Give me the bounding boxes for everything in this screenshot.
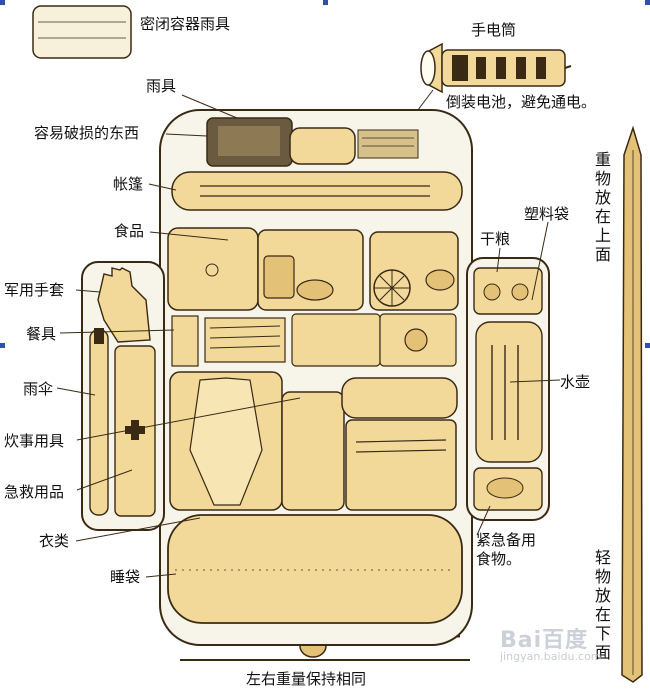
sealed-container-illustration	[32, 5, 132, 59]
label-emergency-food: 紧急备用食物。	[476, 531, 537, 568]
corner-marker	[645, 0, 650, 5]
label-umbrella: 雨伞	[23, 380, 54, 398]
tableware-illustration	[171, 313, 457, 367]
food-illustration	[167, 227, 459, 311]
label-plastic-bag: 塑料袋	[524, 205, 570, 223]
corner-marker	[0, 343, 5, 348]
label-fragile: 容易破损的东西	[34, 124, 140, 142]
label-raingear: 雨具	[146, 77, 177, 95]
gloves-illustration	[97, 267, 151, 343]
kettle-illustration	[475, 321, 543, 463]
baidu-watermark-url: jingyan.baidu.com	[500, 650, 602, 663]
dry-food-illustration	[473, 267, 543, 315]
clothes-illustration	[169, 371, 458, 511]
tent-illustration	[171, 171, 463, 211]
fragile-items-illustration	[206, 117, 419, 167]
baidu-watermark: Bai百度	[500, 628, 589, 653]
corner-marker	[0, 0, 5, 5]
label-cookware: 炊事用具	[4, 432, 65, 450]
label-tent: 帐篷	[113, 175, 144, 193]
sleeping-bag-illustration	[167, 514, 463, 624]
first-aid-kit-illustration	[114, 345, 156, 517]
label-flashlight: 手电筒	[471, 21, 517, 39]
label-food: 食品	[114, 222, 145, 240]
walking-stick-illustration	[621, 125, 643, 683]
label-gloves: 军用手套	[4, 281, 65, 299]
label-tableware: 餐具	[26, 325, 57, 343]
label-dry-food: 干粮	[480, 230, 511, 248]
label-sealed-raingear: 密闭容器雨具	[140, 15, 231, 33]
corner-marker	[323, 0, 328, 5]
label-flashlight-note: 倒装电池，避免通电。	[446, 93, 597, 111]
label-kettle: 水壶	[560, 373, 591, 391]
corner-marker	[645, 343, 650, 348]
emergency-food-illustration	[473, 467, 543, 511]
label-heavy-on-top: 重物放在上面	[594, 150, 611, 264]
label-light-on-bottom: 轻物放在下面	[594, 548, 611, 662]
label-balance: 左右重量保持相同	[246, 670, 367, 688]
label-clothes: 衣类	[39, 532, 70, 550]
label-first-aid: 急救用品	[4, 483, 65, 501]
umbrella-illustration	[89, 328, 109, 516]
leader-lines	[56, 94, 561, 578]
flashlight-illustration	[420, 42, 572, 94]
label-sleeping-bag: 睡袋	[110, 568, 141, 586]
